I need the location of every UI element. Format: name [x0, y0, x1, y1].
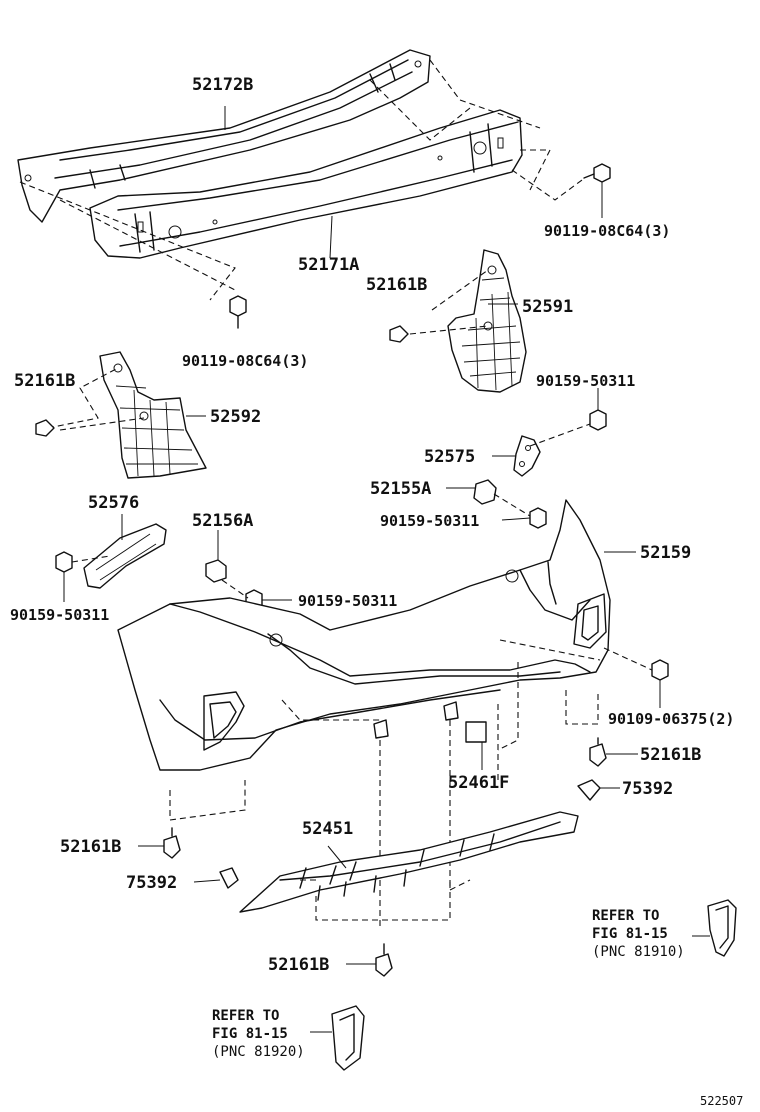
retainer-clip-right [577, 779, 601, 801]
ref-left-line2: FIG 81-15 [212, 1026, 288, 1042]
bolt-icon [583, 163, 611, 183]
label-52161B-right: 52161B [640, 745, 702, 765]
ref-left-line1: REFER TO [212, 1008, 280, 1024]
label-52451: 52451 [302, 819, 354, 839]
bumper-bracket-center [473, 479, 497, 505]
ref-right-line1: REFER TO [592, 908, 660, 924]
label-75392-right: 75392 [622, 779, 674, 799]
label-bolt-50311-b: 90159-50311 [380, 512, 480, 530]
label-52171A: 52171A [298, 255, 360, 275]
bolt-icon [229, 295, 247, 329]
clip-icon [389, 325, 409, 343]
label-52575: 52575 [424, 447, 476, 467]
bumper-bracket-right [513, 435, 541, 477]
label-bolt-50311-d: 90159-50311 [10, 606, 110, 624]
label-52155A: 52155A [370, 479, 432, 499]
label-bolt-top-left: 90119-08C64(3) [182, 352, 309, 370]
rear-bumper-cover [117, 499, 611, 771]
ref-left-line3: (PNC 81920) [212, 1044, 305, 1060]
clip-icon [589, 737, 607, 767]
bumper-bracket-left [83, 523, 167, 589]
rear-bumper-reinforcement-upper [17, 49, 431, 223]
clip-icon [35, 419, 55, 437]
reflector-left [331, 1005, 365, 1071]
label-bolt-06375: 90109-06375(2) [608, 710, 735, 728]
rear-bumper-lower-diffuser [239, 811, 579, 913]
label-52591: 52591 [522, 297, 574, 317]
label-bolt-top-right: 90119-08C64(3) [544, 222, 671, 240]
reflector-right [707, 899, 737, 957]
label-52161B-left: 52161B [14, 371, 76, 391]
bolt-icon [651, 659, 669, 681]
figure-id: 522507 [700, 1094, 744, 1108]
bumper-pad [465, 721, 487, 743]
label-52156A: 52156A [192, 511, 254, 531]
label-52461F: 52461F [448, 773, 510, 793]
rear-bumper-reinforcement-lower [89, 109, 523, 259]
label-bolt-50311-c: 90159-50311 [298, 592, 398, 610]
ref-right-line3: (PNC 81910) [592, 944, 685, 960]
label-52159: 52159 [640, 543, 692, 563]
label-52161B-lower-left: 52161B [60, 837, 122, 857]
ref-right-line2: FIG 81-15 [592, 926, 668, 942]
label-52161B-upper: 52161B [366, 275, 428, 295]
clip-icon [163, 827, 181, 859]
clip-icon [375, 943, 393, 977]
bolt-icon [589, 409, 607, 431]
bumper-spacer [205, 559, 227, 583]
bolt-icon [55, 551, 73, 573]
retainer-clip-left [219, 867, 239, 889]
bumper-side-retainer-right [447, 249, 527, 393]
label-52172B: 52172B [192, 75, 254, 95]
bumper-side-retainer-left [99, 351, 207, 479]
label-75392-left: 75392 [126, 873, 178, 893]
label-52592: 52592 [210, 407, 262, 427]
bolt-icon [529, 507, 547, 529]
label-52576: 52576 [88, 493, 140, 513]
label-bolt-50311-a: 90159-50311 [536, 372, 636, 390]
label-52161B-bottom: 52161B [268, 955, 330, 975]
